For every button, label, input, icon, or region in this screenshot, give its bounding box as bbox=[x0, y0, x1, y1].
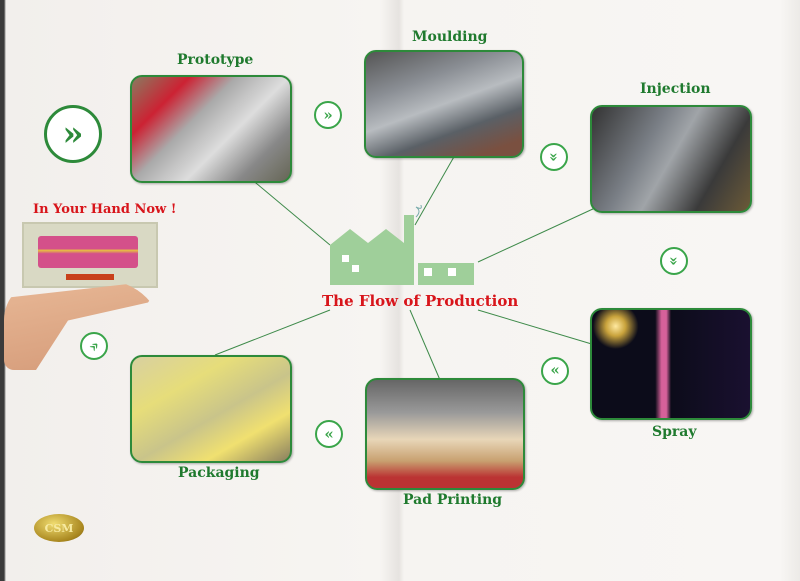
arrow-right-icon: » bbox=[314, 101, 342, 129]
start-chevron-icon: » bbox=[44, 105, 102, 163]
box-label bbox=[66, 274, 114, 280]
step-label-packaging: Packaging bbox=[178, 465, 260, 481]
packaging-photo bbox=[130, 355, 292, 463]
title-part2: Production bbox=[425, 292, 519, 310]
arrow-down-icon: » bbox=[540, 143, 568, 171]
arrow-left-icon: « bbox=[315, 420, 343, 448]
model-bus-box bbox=[22, 222, 158, 288]
injection-photo bbox=[590, 105, 752, 213]
arrow-down-icon: » bbox=[660, 247, 688, 275]
title-part1: The Flow of bbox=[322, 292, 420, 310]
spray-photo bbox=[590, 308, 752, 420]
prototype-photo bbox=[130, 75, 292, 183]
step-label-moulding: Moulding bbox=[412, 29, 488, 45]
factory-icon bbox=[330, 205, 474, 285]
hand-caption: In Your Hand Now ! bbox=[33, 202, 177, 217]
step-label-injection: Injection bbox=[640, 81, 711, 97]
step-label-prototype: Prototype bbox=[177, 52, 254, 68]
moulding-photo bbox=[364, 50, 524, 158]
flow-title: The Flow of Production bbox=[322, 292, 518, 310]
arrow-left-icon: » bbox=[541, 357, 569, 385]
step-label-spray: Spray bbox=[652, 424, 697, 440]
model-bus bbox=[38, 236, 138, 268]
step-label-pad-printing: Pad Printing bbox=[403, 492, 503, 508]
csm-logo: CSM bbox=[34, 514, 84, 542]
pad-printing-photo bbox=[365, 378, 525, 490]
